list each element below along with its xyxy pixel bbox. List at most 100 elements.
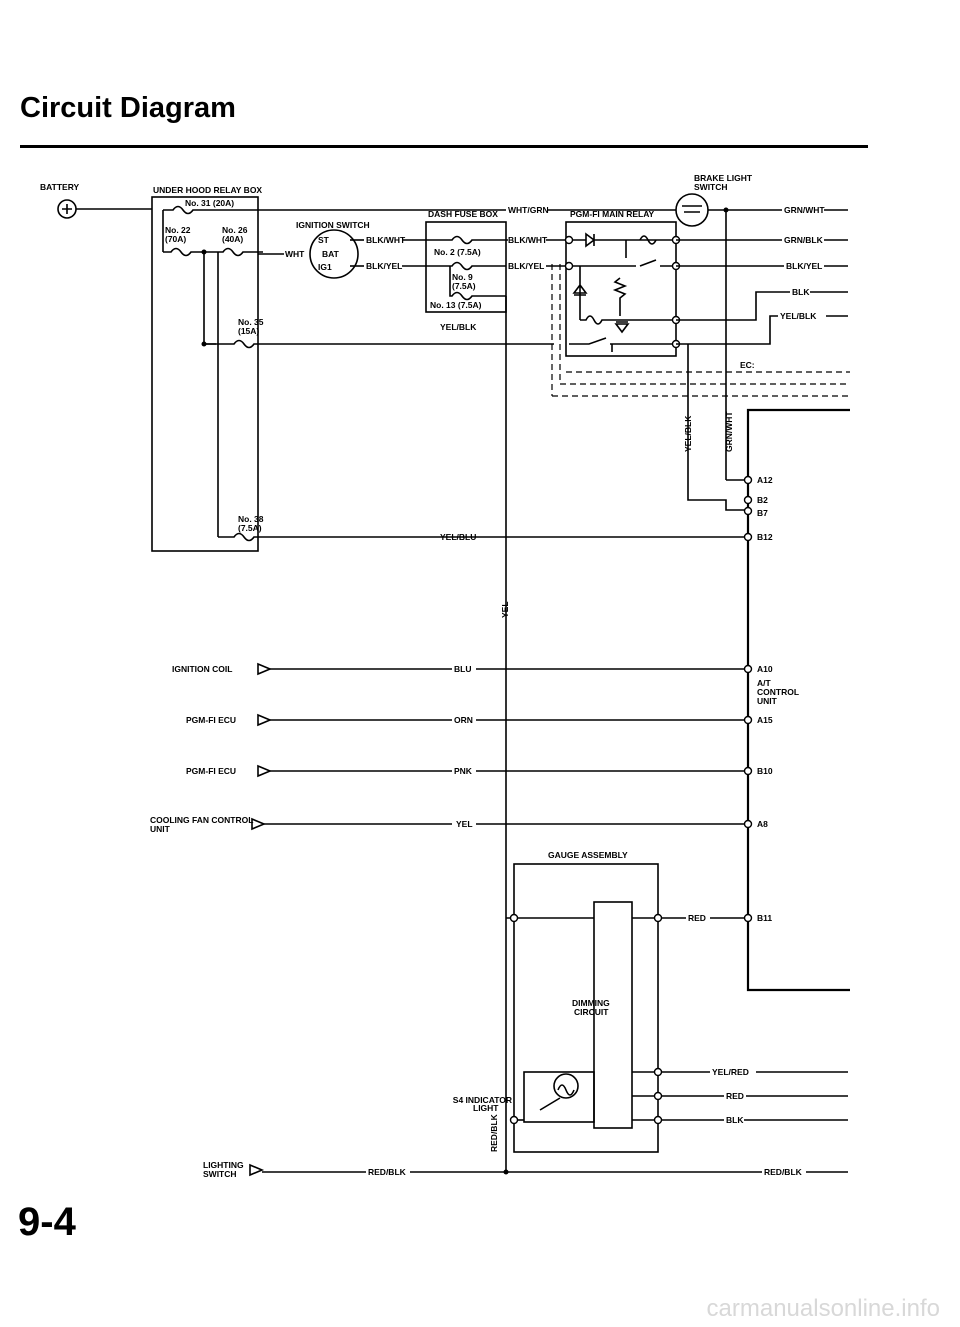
fuse-38-wire (218, 532, 749, 542)
fuse-35-wire (204, 339, 554, 349)
battery-plus-icon (62, 204, 72, 214)
term-a10: A10 (757, 664, 773, 674)
s4-bulb-icon (553, 1073, 579, 1099)
fuse-35-label: No. 35 (238, 317, 264, 327)
at-control-label-2: CONTROL (757, 687, 799, 697)
wire-r-grn-wht: GRN/WHT (784, 205, 825, 215)
wire-red-blk-2: RED/BLK (764, 1167, 803, 1177)
wire-red-blk-1: RED/BLK (368, 1167, 407, 1177)
page-title: Circuit Diagram (20, 92, 236, 124)
wire-blu: BLU (454, 664, 471, 674)
wire-r-blk-yel: BLK/YEL (786, 261, 822, 271)
ec-label: EC: (740, 360, 755, 370)
dimming-label-2: CIRCUIT (574, 1007, 609, 1017)
relay-diode2-icon (572, 266, 588, 320)
term-b2: B2 (757, 495, 768, 505)
dimming-circuit-box (593, 901, 633, 1129)
wire-wht: WHT (285, 249, 305, 259)
term-a12: A12 (757, 475, 773, 485)
gauge-assembly-label: GAUGE ASSEMBLY (548, 850, 628, 860)
fuse-13-label: No. 13 (7.5A) (430, 300, 482, 310)
main-relay-box (565, 221, 677, 357)
lighting-switch-label-2: SWITCH (203, 1169, 237, 1179)
brake-switch-label-1: BRAKE LIGHT (694, 173, 753, 183)
fuse-31-label: No. 31 (20A) (185, 198, 234, 208)
cooling-fan-label-1: COOLING FAN CONTROL (150, 815, 253, 825)
relay-diode-icon (573, 232, 676, 248)
ignition-switch-icon (309, 229, 359, 279)
ignition-switch-label: IGNITION SWITCH (296, 220, 370, 230)
fuse-22-label: No. 22 (165, 225, 191, 235)
fuse-26-label: No. 26 (222, 225, 248, 235)
dimming-label-1: DIMMING (572, 998, 610, 1008)
wire-r-blk2: BLK (726, 1115, 744, 1125)
title-rule (20, 145, 868, 148)
term-a15: A15 (757, 715, 773, 725)
term-b12: B12 (757, 532, 773, 542)
cooling-fan-arrow-icon (251, 817, 267, 831)
brake-switch-icon (675, 193, 709, 227)
term-b10: B10 (757, 766, 773, 776)
pgm-ecu-label-1: PGM-FI ECU (186, 715, 236, 725)
wire-yel-vertical: YEL (500, 601, 510, 618)
term-a8: A8 (757, 819, 768, 829)
fuse-9-wire (428, 261, 506, 271)
term-b11: B11 (757, 913, 772, 923)
watermark: carmanualsonline.info (706, 1295, 940, 1322)
wire-grn-wht-vertical: GRN/WHT (724, 411, 734, 452)
wire-yel-blu: YEL/BLU (440, 532, 476, 542)
fuse-9-amp: (7.5A) (452, 281, 476, 291)
fuse-38-amp: (7.5A) (238, 523, 262, 533)
ec-dashed-lines (551, 264, 850, 397)
wire-red-blk-vertical: RED/BLK (489, 1113, 499, 1152)
term-b7: B7 (757, 508, 768, 518)
ignition-coil-label: IGNITION COIL (172, 664, 232, 674)
at-control-label-3: UNIT (757, 696, 778, 706)
wire-blk-wht-1: BLK/WHT (366, 235, 406, 245)
wire-pnk: PNK (454, 766, 473, 776)
cooling-fan-label-2: UNIT (150, 824, 171, 834)
page-number: 9-4 (18, 1200, 76, 1244)
main-relay-label: PGM-FI MAIN RELAY (570, 209, 655, 219)
wire-r-yel-red: YEL/RED (712, 1067, 749, 1077)
wire-yel-blk-1: YEL/BLK (440, 322, 477, 332)
pgm-ecu-arrow-2-icon (257, 764, 273, 778)
wire-blk-wht-2: BLK/WHT (508, 235, 548, 245)
ignition-coil-arrow-icon (257, 662, 273, 676)
fuse-2-wire (428, 235, 506, 245)
wire-r-blk: BLK (792, 287, 810, 297)
fuse-35-amp: (15A) (238, 326, 259, 336)
fuse-22-26-wire (162, 210, 263, 257)
wire-yel-blk-vertical: YEL/BLK (683, 415, 693, 452)
wire-r-yel-blk: YEL/BLK (780, 311, 817, 321)
s4-indicator-box (523, 1071, 595, 1123)
gauge-assembly-box (513, 863, 659, 1153)
relay-box-label: UNDER HOOD RELAY BOX (153, 185, 262, 195)
relay-resistor-icon (612, 277, 628, 316)
fuse-22-amp: (70A) (165, 234, 186, 244)
wire-blk-yel-1: BLK/YEL (366, 261, 402, 271)
at-control-unit-box (746, 408, 850, 992)
wire-r-grn-blk: GRN/BLK (784, 235, 824, 245)
fuse-38-label: No. 38 (238, 514, 264, 524)
ig-st-label: ST (318, 235, 330, 245)
fuse-26-amp: (40A) (222, 234, 243, 244)
fuse-2-label: No. 2 (7.5A) (434, 247, 481, 257)
dash-fuse-box-label: DASH FUSE BOX (428, 209, 498, 219)
lighting-switch-label-1: LIGHTING (203, 1160, 244, 1170)
battery-label: BATTERY (40, 182, 80, 192)
lighting-switch-arrow-icon (249, 1163, 265, 1177)
pgm-ecu-label-2: PGM-FI ECU (186, 766, 236, 776)
wire-orn: ORN (454, 715, 473, 725)
s4-indicator-label-1: S4 INDICATOR (453, 1095, 512, 1105)
s4-indicator-label-2: LIGHT (473, 1103, 499, 1113)
relay-box (151, 196, 259, 552)
ig-bat-label: BAT (322, 249, 340, 259)
wire-blk-yel-2: BLK/YEL (508, 261, 544, 271)
at-control-label-1: A/T (757, 678, 772, 688)
fuse-9-label: No. 9 (452, 272, 473, 282)
brake-switch-label-2: SWITCH (694, 182, 728, 192)
wire-yel: YEL (456, 819, 473, 829)
relay-diode3-icon (614, 321, 630, 334)
